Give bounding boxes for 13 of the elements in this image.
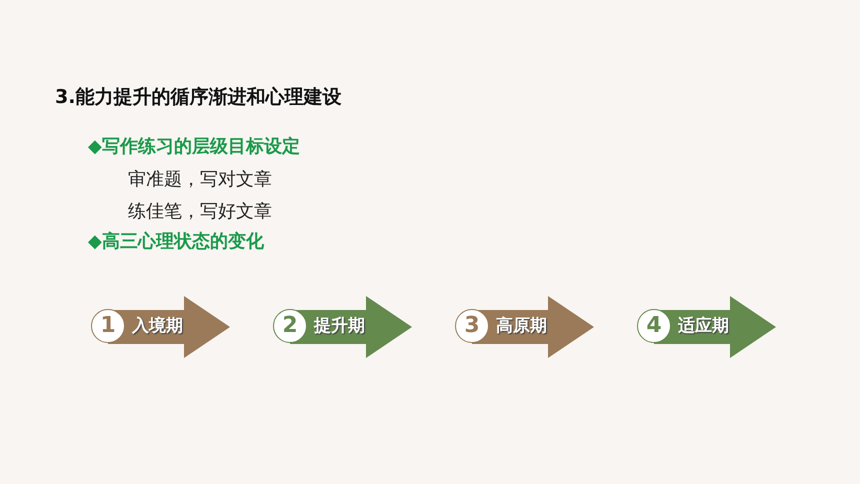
stage-label: 入境期 (132, 315, 183, 337)
bullet-heading: ◆写作练习的层级目标设定 (88, 135, 300, 158)
number-circle: 3 (455, 309, 489, 343)
number-circle: 1 (91, 309, 125, 343)
number-circle: 2 (273, 309, 307, 343)
text-line: 练佳笔，写好文章 (128, 200, 272, 223)
number-circle: 4 (637, 309, 671, 343)
bullet-heading: ◆高三心理状态的变化 (88, 230, 264, 253)
text-line: 审准题，写对文章 (128, 168, 272, 191)
stage-label: 适应期 (678, 315, 729, 337)
stage-label: 提升期 (314, 315, 365, 337)
stage-label: 高原期 (496, 315, 547, 337)
slide-title: 3.能力提升的循序渐进和心理建设 (55, 85, 342, 110)
